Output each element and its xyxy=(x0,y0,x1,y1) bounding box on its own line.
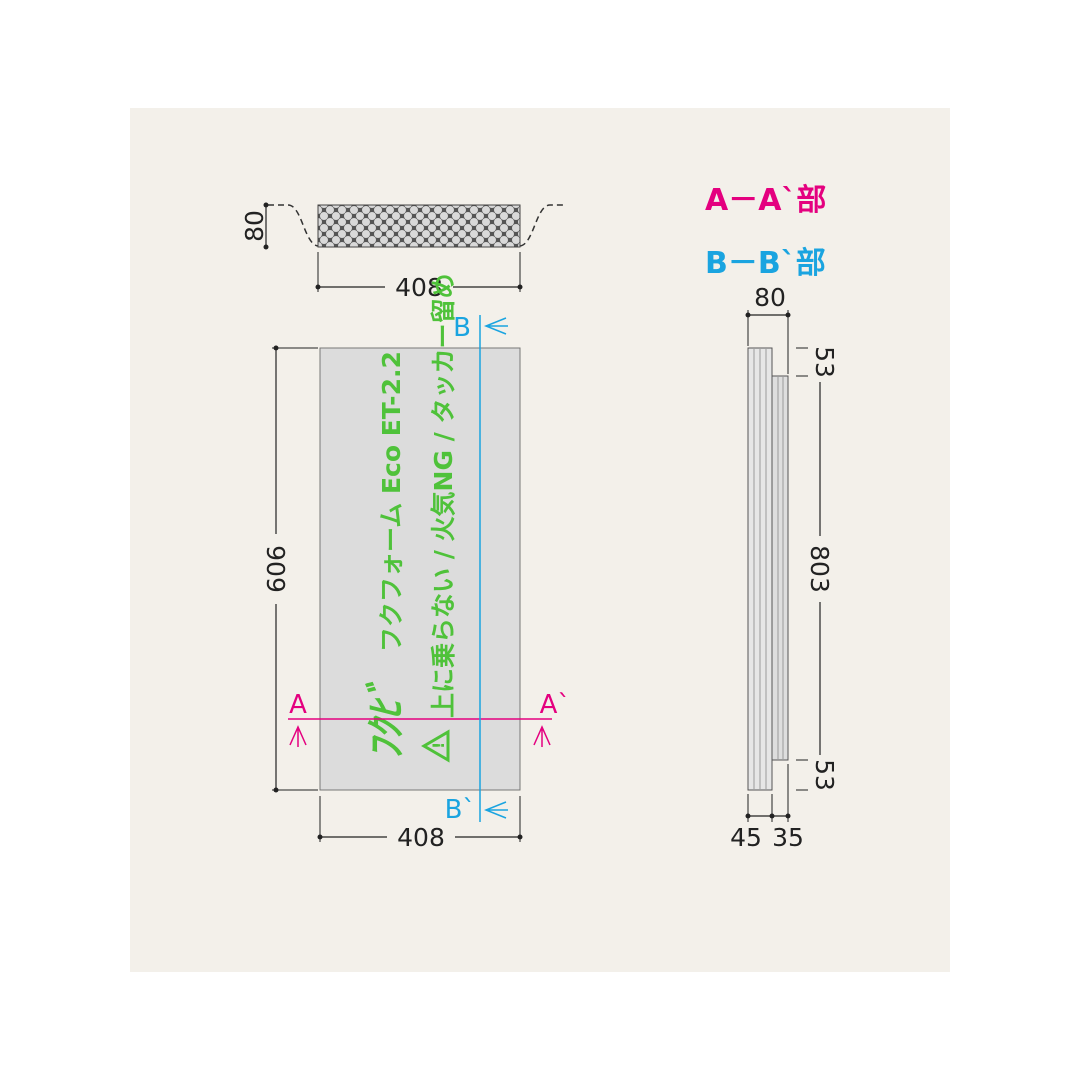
section-b-start-label: B xyxy=(453,313,471,343)
warning-icon xyxy=(421,729,450,763)
section-a-end-label: A` xyxy=(540,690,571,720)
section-b-arrow-top xyxy=(483,317,508,335)
top-width-label: 408 xyxy=(395,273,443,302)
side-step xyxy=(771,375,789,761)
section-b-end-label: B` xyxy=(445,795,476,825)
board-print-line2: 上に乗らない / 火気NG / タッカー留め xyxy=(429,273,458,718)
side-thickness-part2-label: 35 xyxy=(772,823,804,852)
top-thickness-label: 80 xyxy=(240,210,269,242)
legend-section-a: A－A`部 xyxy=(705,183,826,218)
joist-outline-right xyxy=(519,204,566,247)
side-total-thickness-label: 80 xyxy=(754,283,786,312)
top-view: 80 408 xyxy=(240,202,566,302)
foam-section xyxy=(317,204,521,248)
side-thickness-part1-label: 45 xyxy=(730,823,762,852)
section-a-start-label: A xyxy=(289,690,307,720)
section-legend: A－A`部 B－B`部 xyxy=(705,183,826,281)
section-a-arrow-right xyxy=(533,725,551,747)
board-print-line1: フクフォーム Eco ET-2.2 xyxy=(377,351,406,652)
side-inner-length-label: 803 xyxy=(805,545,834,593)
warning-mark: ! xyxy=(429,742,448,749)
brand-logo: ﾌｸﾋﾞ xyxy=(364,680,410,760)
joist-outline-left xyxy=(268,204,319,247)
section-b-arrow-bottom xyxy=(483,801,508,819)
front-width-label: 408 xyxy=(397,823,445,852)
side-lip-top-label: 53 xyxy=(810,346,839,378)
insulation-board xyxy=(319,347,521,791)
front-view: ﾌｸﾋﾞ フクフォーム Eco ET-2.2 ! 上に乗らない / 火気NG /… xyxy=(261,273,570,852)
side-view: 80 53 803 53 45 35 xyxy=(730,283,839,852)
section-a-arrow-left xyxy=(289,725,307,747)
legend-section-b: B－B`部 xyxy=(705,246,826,281)
front-height-label: 909 xyxy=(261,545,290,593)
side-lip-bottom-label: 53 xyxy=(810,759,839,791)
